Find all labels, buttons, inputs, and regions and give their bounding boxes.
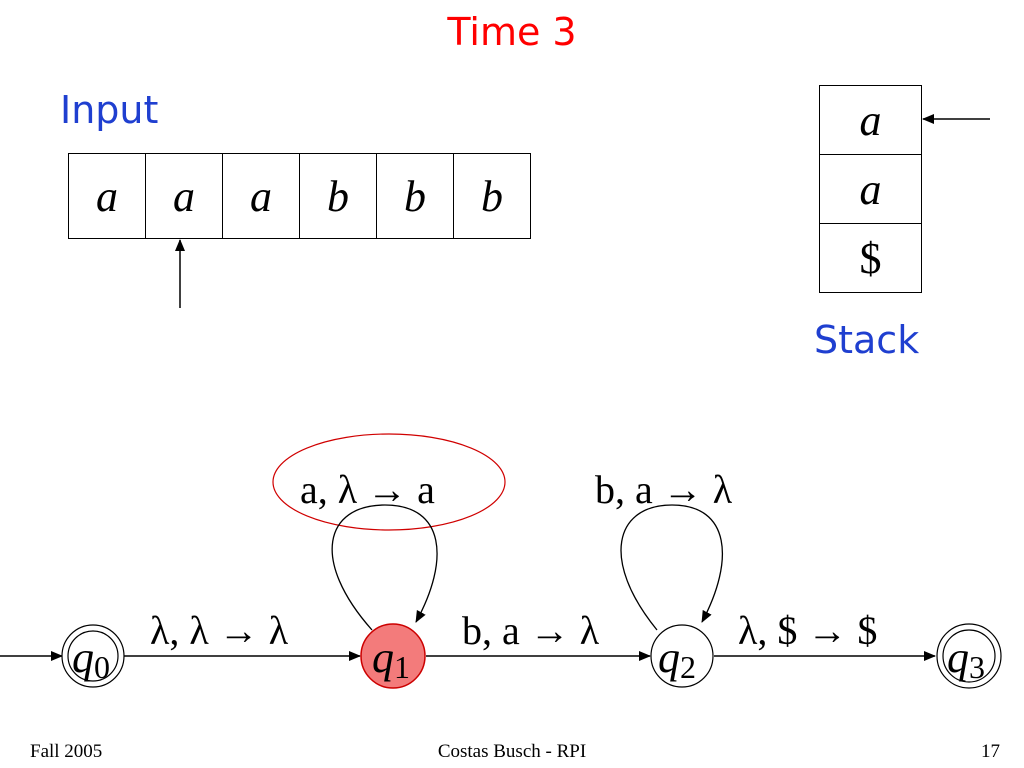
label-q2-loop: b, a → λ: [595, 467, 733, 512]
state-q3: q3: [936, 623, 1002, 689]
slide-title: Time 3: [447, 10, 577, 54]
tape-cell: a: [146, 153, 223, 239]
stack: a a $: [819, 85, 922, 293]
state-q0: q0: [61, 624, 125, 688]
stack-cell: a: [820, 155, 921, 224]
tape-cell: b: [377, 153, 454, 239]
loop-q2: [620, 504, 723, 631]
footer-date: Fall 2005: [30, 741, 103, 762]
page-number: 17: [981, 741, 1000, 762]
tape-cell: a: [69, 153, 146, 239]
stack-cell: a: [820, 86, 921, 155]
tape-cell: b: [300, 153, 377, 239]
label-q1-q2: b, a → λ: [462, 608, 600, 653]
footer-author: Costas Busch - RPI: [437, 741, 587, 762]
state-q2: q2: [650, 624, 714, 688]
label-q1-loop: a, λ → a: [300, 467, 435, 512]
label-q2-q3: λ, $ → $: [738, 608, 877, 653]
stack-label: Stack: [814, 318, 920, 362]
state-q1: q1: [360, 623, 426, 689]
input-tape: a a a b b b: [68, 153, 531, 239]
tape-cell: b: [454, 153, 531, 239]
stack-cell: $: [820, 224, 921, 293]
loop-q1: [331, 504, 438, 631]
label-q0-q1: λ, λ → λ: [150, 608, 289, 653]
tape-cell: a: [223, 153, 300, 239]
active-transition-highlight: [272, 433, 506, 531]
input-label: Input: [60, 88, 159, 132]
